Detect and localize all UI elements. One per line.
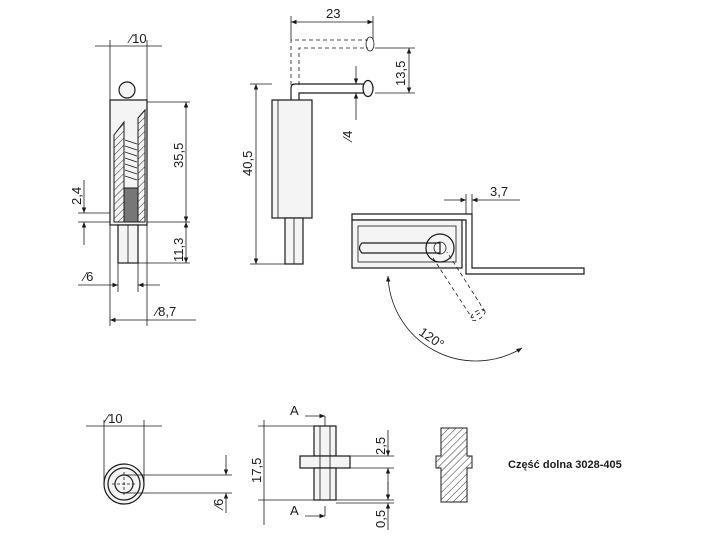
- dim-flange-thickness: 2,5: [373, 437, 388, 455]
- dim-pin-length: 11,3: [171, 238, 186, 262]
- handle-end: [362, 79, 374, 98]
- section-label-top: A: [290, 403, 299, 418]
- housing: [351, 219, 463, 269]
- view-mounted-rotation: 3,7 120°: [351, 184, 585, 362]
- dim-diameter-top: ∕10: [127, 31, 147, 46]
- part-caption: Część dolna 3028-405: [508, 459, 622, 471]
- section-label-bottom: A: [290, 503, 299, 518]
- flange: [299, 455, 351, 469]
- dim-width: 23: [326, 6, 340, 21]
- view-side-section: ∕10 35,5 11,3 2,4 ∕6 ∕8,7: [69, 31, 196, 326]
- rotation-arc: [385, 275, 523, 362]
- dim-offset: 3,7: [490, 184, 508, 199]
- section-wall-right: [137, 108, 146, 223]
- dim-bottom-gap: 0,5: [373, 510, 388, 528]
- dim-angle: 120°: [416, 324, 447, 352]
- dim-small-offset: 2,4: [69, 187, 84, 205]
- dim-inner-diameter: ∕6: [211, 499, 226, 511]
- view-lower-part-side: A A 17,5 2,5 0,5: [249, 403, 394, 530]
- view-handle-side: 23 13,5 ∕4 40,5: [240, 6, 415, 265]
- pivot-eye: [425, 233, 455, 263]
- dim-diameter-body: ∕8,7: [153, 304, 176, 319]
- dim-diameter-handle: ∕4: [340, 131, 355, 143]
- view-end-ring: ∕10 ∕6: [86, 411, 232, 513]
- dim-height-arm: 13,5: [393, 61, 408, 86]
- plunger: [123, 187, 139, 223]
- handle-raised-outer: [290, 39, 368, 85]
- spring: [124, 139, 138, 181]
- upper-shaft: [313, 425, 337, 457]
- dim-outer-diameter: ∕10: [103, 411, 123, 426]
- knob-ball: [118, 81, 136, 99]
- section-body: [435, 427, 473, 503]
- dim-body-length: 40,5: [240, 151, 255, 176]
- handle-raised-inner: [298, 47, 368, 85]
- view-section-aa: [435, 427, 473, 503]
- dim-length-main: 35,5: [171, 143, 186, 168]
- dim-diameter-pin: ∕6: [81, 269, 93, 284]
- handle-raised-end: [365, 36, 375, 52]
- lower-shaft: [313, 467, 337, 501]
- dim-total-height: 17,5: [249, 458, 264, 483]
- section-wall-left: [113, 120, 125, 223]
